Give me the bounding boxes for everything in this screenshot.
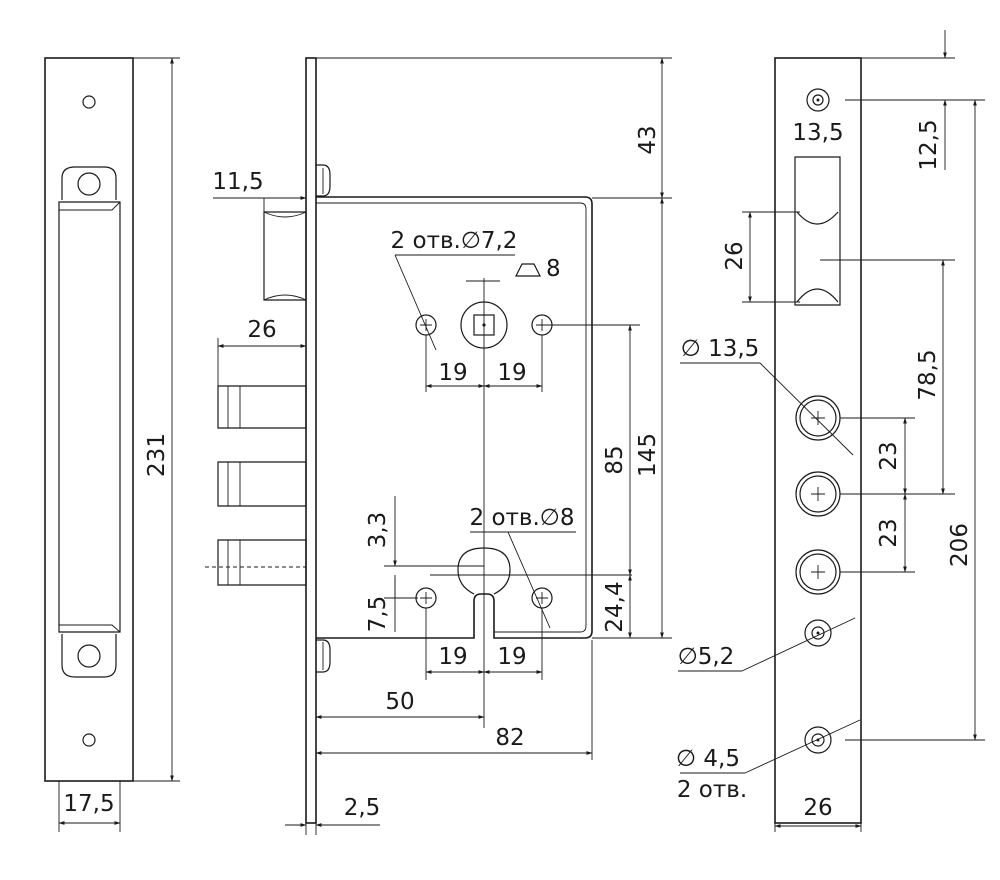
latch-bolt	[263, 211, 307, 301]
dim-bolt-pitch-1: 23	[876, 441, 902, 470]
dim-bottom-offset: 24,4	[602, 581, 628, 632]
dim-top-offset: 43	[635, 125, 661, 154]
label-top-holes: 2 отв.∅7,2	[391, 228, 518, 254]
dim-width: 17,5	[63, 791, 114, 817]
bottom-mount-hole	[804, 726, 832, 754]
right-faceplate-outline	[774, 57, 862, 824]
dim-top-spacing-right: 19	[497, 360, 526, 386]
right-faceplate-view: 13,5 12,5 26 78,5 23 23 206 ∅ 13,5	[676, 30, 985, 832]
top-lug	[316, 164, 331, 197]
latch-slot-bevel-bottom	[59, 624, 121, 633]
faceplate-outline	[44, 57, 134, 782]
latch-slot-bevel-top	[59, 201, 121, 211]
label-mount-hole-count: 2 отв.	[677, 777, 747, 803]
dim-hole-offset: 7,5	[365, 596, 391, 633]
front-lock-body-view: 11,5 26 43 145 85 24,4 2 отв.∅7,2 8	[205, 57, 672, 835]
dim-right-width: 26	[803, 795, 832, 821]
dim-height: 231	[144, 433, 170, 477]
dim-hole-span: 206	[947, 523, 973, 567]
dim-spindle-square: 8	[546, 256, 561, 282]
deadbolt-top	[217, 385, 307, 429]
top-screw-hole	[82, 95, 96, 109]
dim-body-height: 145	[635, 433, 661, 477]
dim-center-distance: 85	[602, 445, 628, 474]
deadbolt-bottom	[217, 539, 307, 586]
bottom-screw-hole	[82, 733, 96, 747]
label-bottom-holes: 2 отв.∅8	[470, 505, 575, 531]
dim-bolt-throw: 26	[247, 317, 276, 343]
dim-top-spacing-left: 19	[438, 360, 467, 386]
lock-case-outline	[316, 196, 593, 639]
dim-bottom-spacing-right: 19	[497, 644, 526, 670]
dim-keyhole-offset: 3,3	[365, 512, 391, 549]
top-mount-hole	[806, 88, 830, 112]
dim-top-offset-right: 12,5	[916, 119, 942, 170]
dim-backset: 50	[385, 689, 414, 715]
deadbolt-middle	[217, 461, 307, 507]
label-bolt-hole-dia: ∅ 13,5	[681, 336, 760, 362]
bottom-lug	[316, 639, 331, 673]
label-mount-hole-dia: ∅ 4,5	[676, 746, 740, 772]
dim-top-hole-dia: 13,5	[792, 120, 843, 146]
dim-latch-to-bolt: 78,5	[915, 349, 941, 400]
lock-case-inner-edge	[316, 202, 587, 633]
dim-faceplate-thickness: 2,5	[344, 795, 381, 821]
latch-opening	[794, 156, 841, 306]
label-screw-hole-dia: ∅5,2	[678, 644, 735, 670]
front-faceplate	[305, 57, 317, 824]
dim-latch-height: 26	[722, 241, 748, 270]
latch-slot	[58, 201, 121, 633]
bottom-strike-hole	[77, 644, 101, 668]
screw-hole	[804, 619, 832, 647]
bottom-strike-ear	[61, 634, 117, 678]
dim-bottom-spacing-left: 19	[438, 644, 467, 670]
square-symbol	[515, 263, 541, 277]
top-strike-hole	[77, 172, 101, 196]
dim-latch-offset: 11,5	[212, 169, 263, 195]
dim-bolt-pitch-2: 23	[876, 518, 902, 547]
left-faceplate-view: 231 17,5	[44, 57, 180, 832]
top-strike-ear	[61, 166, 117, 200]
dim-body-width: 82	[495, 725, 524, 751]
